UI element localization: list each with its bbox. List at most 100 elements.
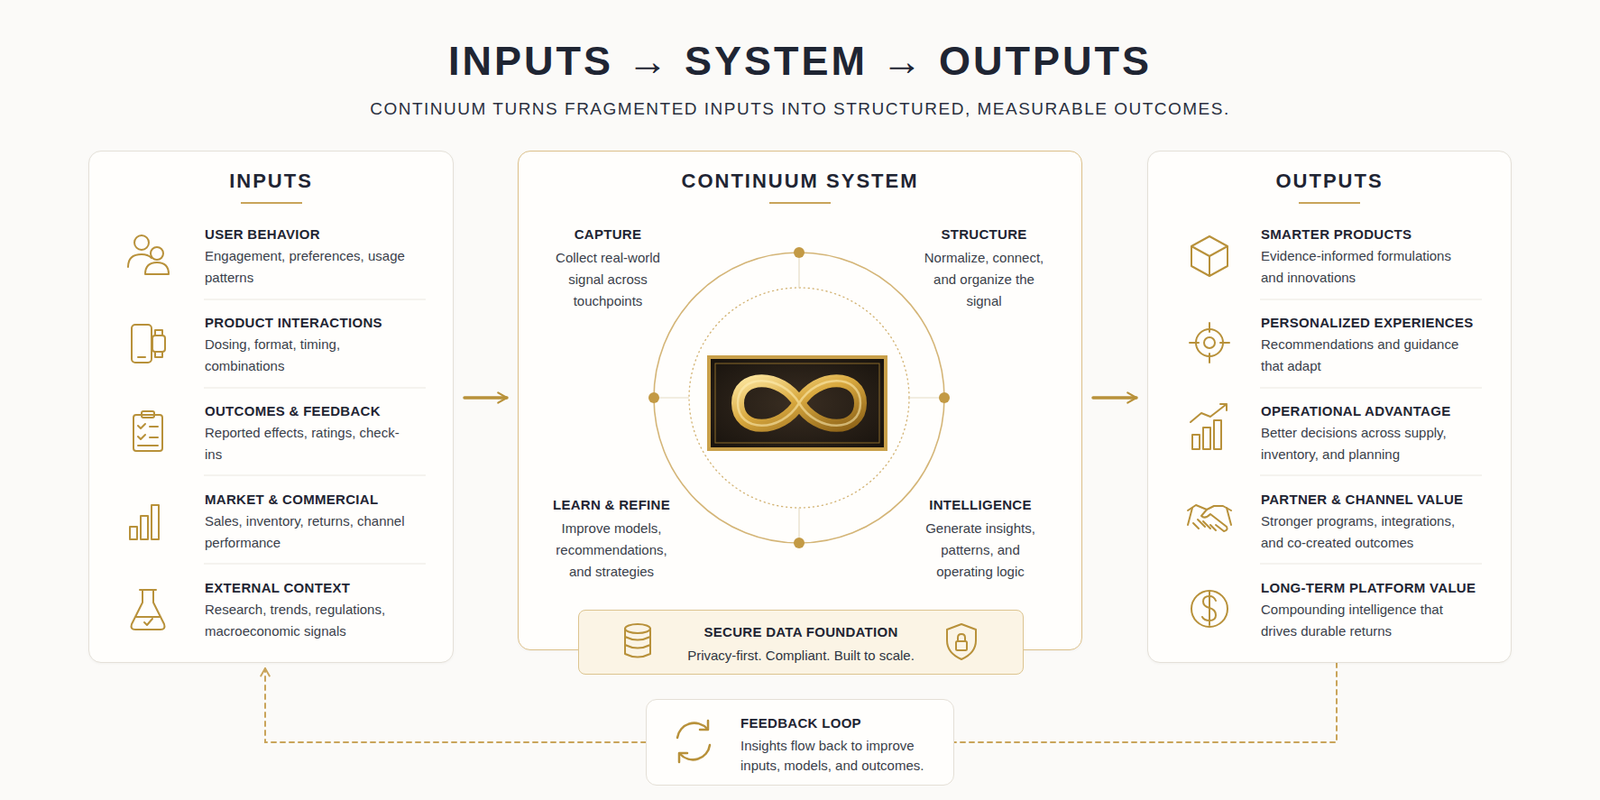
panel-heading: CONTINUUM SYSTEM: [518, 169, 1082, 204]
cycle-arrows-icon: [677, 723, 708, 738]
dollar-icon: [1208, 591, 1211, 626]
item-description: Research, trends, regulations, macroecon…: [204, 598, 405, 643]
phone-watch-icon: [137, 356, 146, 359]
shield-lock-icon: [957, 634, 966, 642]
phone-watch-icon: [155, 330, 163, 358]
dollar-icon: [1191, 590, 1228, 627]
clipboard-icon: [141, 411, 155, 418]
phone-watch-icon: [131, 324, 152, 363]
flow-arrow: [464, 395, 507, 400]
cycle-arrows-icon: [680, 744, 710, 760]
bar-chart-icon: [129, 526, 138, 540]
item-description: Compounding intelligence that drives dur…: [1260, 598, 1478, 643]
input-item: OUTCOMES & FEEDBACKReported effects, rat…: [204, 402, 405, 466]
stage-step: CAPTURE Collect real-world signal across …: [542, 225, 673, 313]
cube-icon: [1191, 236, 1228, 276]
system-panel: CONTINUUM SYSTEM CAPTURE Collect real-worl…: [517, 150, 1083, 651]
cycle-ring: [793, 537, 805, 549]
item-title: MARKET & COMMERCIAL: [204, 490, 405, 509]
item-title: LONG-TERM PLATFORM VALUE: [1260, 579, 1478, 598]
output-icons: [1187, 236, 1232, 627]
phone-watch-icon: [152, 335, 166, 352]
users-icon: [128, 254, 152, 267]
handshake-icon: [1187, 505, 1232, 532]
users-icon: [128, 235, 169, 275]
growth-chart-icon: [1203, 427, 1211, 450]
bar-chart-icon: [129, 505, 159, 540]
infinity-emblem: [737, 380, 861, 426]
output-item: PARTNER & CHANNEL VALUEStronger programs…: [1260, 490, 1478, 554]
input-item: EXTERNAL CONTEXTResearch, trends, regula…: [204, 579, 405, 643]
users-icon: [150, 247, 164, 260]
item-title: PRODUCT INTERACTIONS: [204, 313, 405, 332]
target-icon: [1195, 329, 1223, 357]
cycle-ring: [938, 392, 950, 404]
infinity-emblem: [737, 380, 861, 426]
item-description: Insights flow back to improve inputs, mo…: [740, 735, 943, 776]
item-title: INTELLIGENCE: [915, 496, 1046, 515]
shield-lock-icon: [947, 624, 976, 660]
database-icon: [625, 624, 651, 658]
item-title: SECURE DATA FOUNDATION: [579, 623, 1023, 642]
output-item: SMARTER PRODUCTSEvidence-informed formul…: [1260, 225, 1478, 289]
item-title: STRUCTURE: [919, 225, 1049, 244]
bar-chart-icon: [151, 505, 159, 540]
target-icon: [1189, 322, 1230, 363]
cycle-arrows-icon: [699, 720, 709, 730]
cycle-ring: [689, 287, 910, 508]
cycle-ring: [648, 247, 950, 549]
handshake-icon: [1193, 519, 1216, 531]
database-icon: [625, 624, 651, 634]
item-description: Sales, inventory, returns, channel perfo…: [204, 510, 405, 554]
growth-chart-icon: [1190, 404, 1227, 450]
item-description: Collect real-world signal across touchpo…: [542, 247, 673, 313]
foundation-icons: [625, 624, 976, 660]
item-title: PARTNER & CHANNEL VALUE: [1260, 490, 1478, 509]
item-description: Dosing, format, timing, combinations: [204, 333, 405, 378]
row-separators: [203, 299, 426, 564]
item-title: OPERATIONAL ADVANTAGE: [1260, 402, 1478, 421]
flask-icon: [136, 616, 160, 618]
flask-icon: [144, 618, 153, 626]
page-title: INPUTS → SYSTEM → OUTPUTS: [0, 36, 1600, 87]
item-description: Reported effects, ratings, check-ins: [204, 422, 405, 466]
shield-lock-icon: [947, 624, 976, 660]
item-description: Generate insights, patterns, and operati…: [915, 517, 1046, 583]
target-icon: [1204, 337, 1215, 349]
page-subtitle: CONTINUUM TURNS FRAGMENTED INPUTS INTO S…: [0, 98, 1600, 120]
item-title: SMARTER PRODUCTS: [1260, 225, 1478, 244]
shield-lock-icon: [956, 641, 967, 651]
row-separators: [1259, 299, 1482, 564]
item-title: LEARN & REFINE: [546, 496, 677, 515]
infinity-emblem: [715, 363, 880, 443]
cycle-ring: [793, 247, 805, 258]
panel-heading: INPUTS: [89, 169, 453, 204]
outputs-panel: OUTPUTSSMARTER PRODUCTSEvidence-informed…: [1147, 150, 1512, 663]
flask-icon: [131, 589, 166, 630]
stage-step: LEARN & REFINE Improve models, recommenda…: [546, 496, 677, 583]
handshake-icon: [1187, 505, 1232, 511]
database-icon: [625, 628, 651, 658]
infinity-emblem: [708, 357, 886, 450]
stage-step: STRUCTURE Normalize, connect, and organiz…: [919, 225, 1049, 313]
users-icon: [145, 262, 169, 275]
dollar-icon: [1191, 590, 1228, 627]
input-item: PRODUCT INTERACTIONSDosing, format, timi…: [204, 313, 405, 378]
foundation-band: SECURE DATA FOUNDATIONPrivacy-first. Com…: [578, 609, 1024, 675]
output-item: OPERATIONAL ADVANTAGEBetter decisions ac…: [1260, 402, 1478, 466]
users-icon: [134, 235, 149, 250]
item-description: Improve models, recommendations, and str…: [546, 517, 677, 583]
item-title: CAPTURE: [542, 225, 673, 244]
item-title: OUTCOMES & FEEDBACK: [204, 402, 405, 421]
row-separators: [203, 299, 1482, 564]
input-icons: [128, 235, 169, 630]
item-description: Stronger programs, integrations, and co-…: [1260, 510, 1478, 554]
clipboard-icon: [137, 423, 158, 446]
item-description: Evidence-informed formulations and innov…: [1260, 245, 1478, 289]
item-description: Engagement, preferences, usage patterns: [204, 245, 405, 289]
item-description: Normalize, connect, and organize the sig…: [919, 247, 1049, 313]
inputs-panel: INPUTSUSER BEHAVIOREngagement, preferenc…: [88, 150, 454, 663]
input-item: MARKET & COMMERCIALSales, inventory, ret…: [204, 490, 405, 554]
item-description: Better decisions across supply, inventor…: [1260, 422, 1478, 466]
